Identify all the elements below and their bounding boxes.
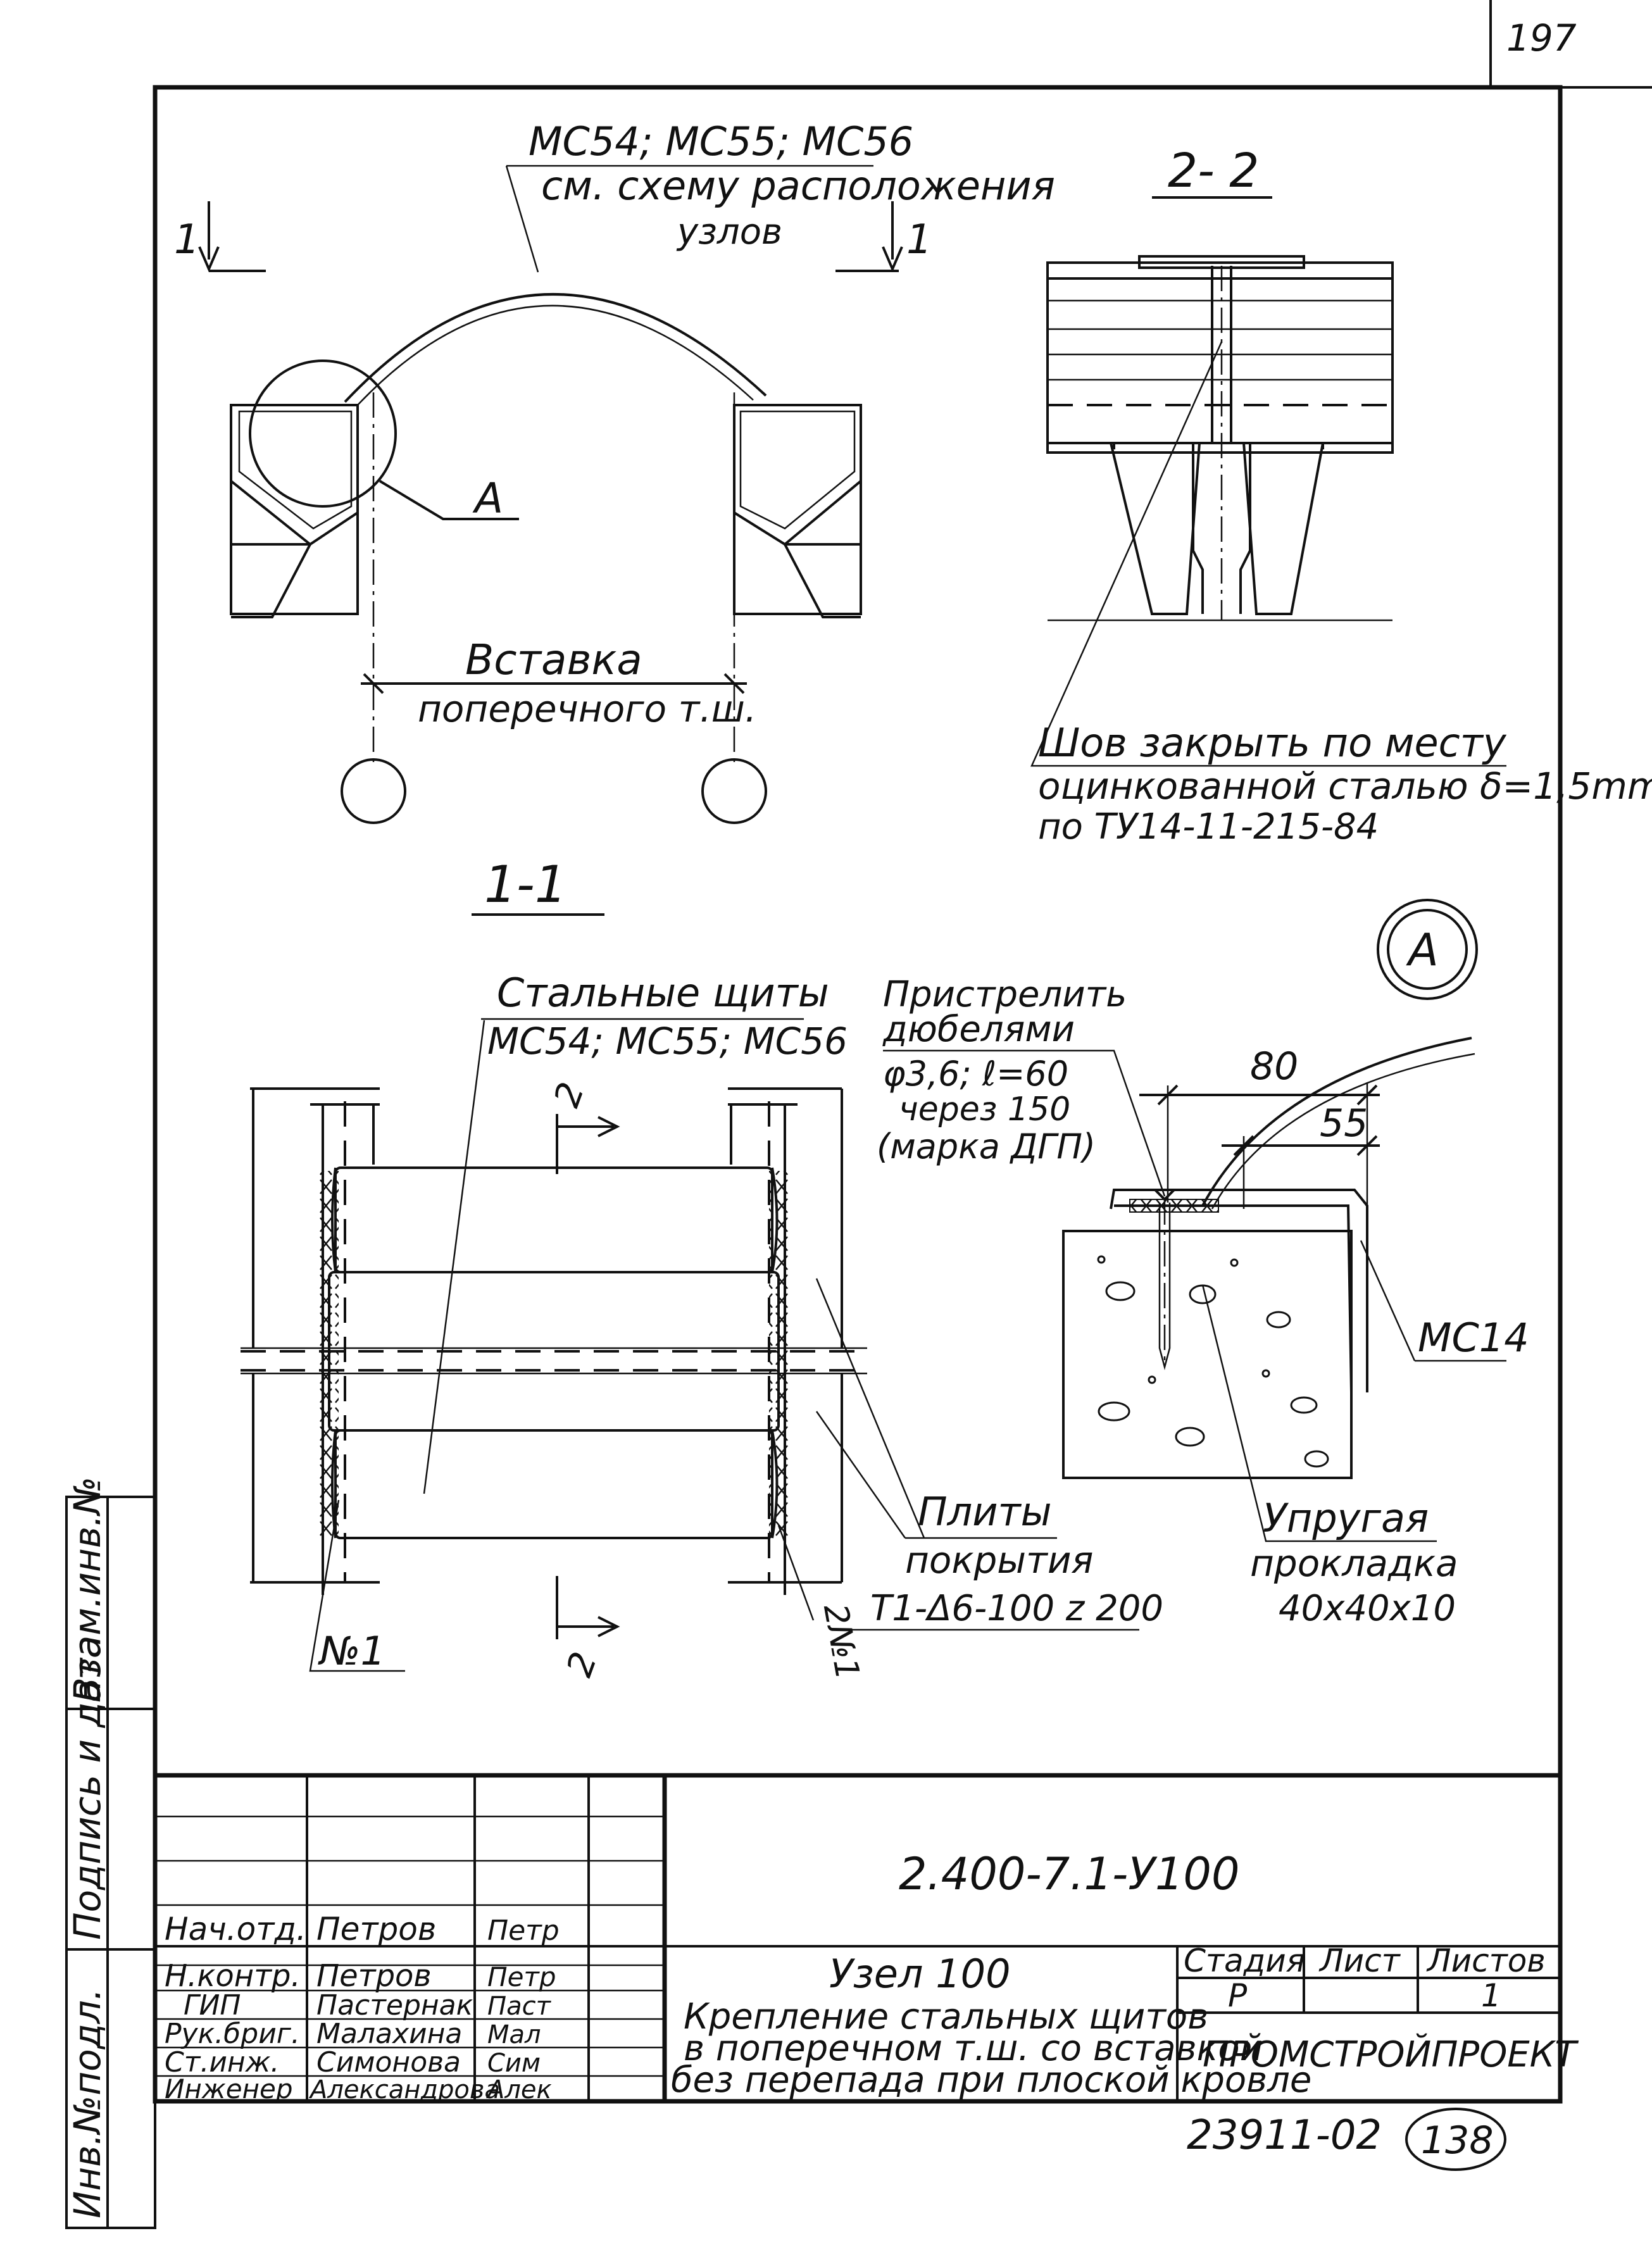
sig-3: Мал — [487, 2020, 541, 2049]
fasten-line5: (марка ДГП) — [877, 1127, 1096, 1166]
gasket-line2: прокладка — [1250, 1542, 1458, 1585]
sheet-label: Лист — [1318, 1942, 1401, 1979]
archive-number: 23911-02 — [1187, 2112, 1382, 2159]
position-right: 2№1 — [816, 1601, 867, 1683]
organization: ПРОМСТРОЙПРОЕКТ — [1203, 2034, 1579, 2075]
shields-line1: Стальные щиты — [497, 970, 829, 1016]
sig-1: Петр — [487, 1961, 556, 1992]
name-1: Петров — [316, 1958, 432, 1994]
document-code: 2.400-7.1-У100 — [899, 1848, 1240, 1900]
node-title: Узел 100 — [829, 1951, 1011, 1997]
sheets-value: 1 — [1481, 1977, 1501, 2014]
description-line2: в поперечном т.ш. со вставкой — [684, 2028, 1263, 2069]
sig-0: Петр — [487, 1915, 560, 1947]
name-5: Александрова — [308, 2075, 500, 2104]
dim-80: 80 — [1250, 1044, 1298, 1089]
name-2: Пастернак — [316, 1989, 473, 2022]
role-5: Инженер — [165, 2073, 293, 2104]
section-2-2-note-line2: оцинкованной сталью δ=1,5mm — [1038, 765, 1652, 808]
shields-line2: МС54; МС55; МС56 — [487, 1020, 848, 1063]
section-2-2: 2- 2 Шов закрыть по месту оцинкованной с… — [1030, 144, 1652, 847]
side-stamp-cell1: Взам.инв.№ — [66, 1477, 109, 1703]
sheets-label: Листов — [1426, 1942, 1546, 1979]
section-mark-left: 1 — [174, 216, 200, 263]
fasten-line4: через 150 — [899, 1091, 1070, 1128]
sheet-number-corner: 197 — [1506, 16, 1577, 59]
role-1: Н.контр. — [165, 1958, 301, 1994]
sig-2: Паст — [487, 1992, 552, 2021]
description-line1: Крепление стальных щитов — [684, 1996, 1208, 2037]
stage-label: Стадия — [1184, 1942, 1305, 1979]
role-4: Ст.инж. — [165, 2046, 279, 2079]
archive-sheet: 138 — [1421, 2118, 1494, 2163]
side-stamp-cell2: Подпись и дата — [66, 1636, 109, 1940]
section-2-2-title: 2- 2 — [1168, 144, 1259, 198]
description-line3: без перепада при плоской кровле — [671, 2060, 1311, 2101]
top-view: МС54; МС55; МС56 см. схему расположения … — [174, 118, 1055, 824]
name-3: Малахина — [316, 2018, 462, 2050]
role-3: Рук.бриг. — [165, 2018, 300, 2050]
stage-value: Р — [1228, 1977, 1248, 2014]
name-4: Симонова — [316, 2046, 461, 2079]
title-block: Нач.отд. Петров Петр Н.контр. Петров Пет… — [155, 1773, 1579, 2171]
detail-a-title: А — [1406, 924, 1439, 976]
gasket-line3: 40х40х10 — [1279, 1588, 1456, 1629]
weld-note: Т1-Δ6-100 z 200 — [870, 1588, 1163, 1629]
section-mark-right: 1 — [906, 216, 932, 263]
dimension-line2: поперечного т.ш. — [418, 687, 756, 730]
slabs-line2: покрытия — [905, 1539, 1093, 1582]
dimension-line1: Вставка — [465, 635, 642, 684]
gasket-line1: Упругая — [1263, 1495, 1429, 1541]
dim-55: 55 — [1320, 1101, 1368, 1146]
detail-callout: А — [472, 474, 503, 523]
sig-5: Алек — [485, 2075, 552, 2104]
name-0: Петров — [316, 1911, 436, 1948]
position-left: №1 — [318, 1628, 385, 1674]
slabs-line1: Плиты — [918, 1489, 1052, 1535]
fasten-line1: Пристрелить — [883, 974, 1127, 1015]
fasten-line2: дюбелями — [882, 1009, 1075, 1050]
leader-note-line1: см. схему расположения — [541, 163, 1055, 209]
leader-note-line2: узлов — [676, 211, 782, 253]
role-2: ГИП — [184, 1989, 241, 2022]
section-2-2-note-line1: Шов закрыть по месту — [1038, 720, 1507, 766]
leader-marks: МС54; МС55; МС56 — [529, 118, 913, 165]
cut-mark-bottom: 2 — [559, 1647, 605, 1682]
sig-4: Сим — [487, 2049, 541, 2078]
detail-a: А Пристрелить дюбелями φ3,6; ℓ=60 через … — [877, 899, 1529, 1629]
section-2-2-note-line3: по ТУ14-11-215-84 — [1038, 806, 1379, 847]
cut-mark-top: 2 — [546, 1077, 592, 1113]
angle-mark: МС14 — [1418, 1315, 1529, 1361]
sheet-frame — [153, 0, 1652, 2104]
role-0: Нач.отд. — [165, 1911, 306, 1948]
side-stamp-cell3: Инв.№подл. — [66, 1989, 109, 2218]
section-1-1-title: 1-1 — [484, 855, 567, 914]
fasten-line3: φ3,6; ℓ=60 — [883, 1054, 1068, 1094]
section-1-1: 1-1 Стальные щиты МС54; МС55; МС56 2 2 — [241, 855, 1163, 1683]
side-stamp: Взам.инв.№ Подпись и дата Инв.№подл. — [65, 1477, 156, 2229]
